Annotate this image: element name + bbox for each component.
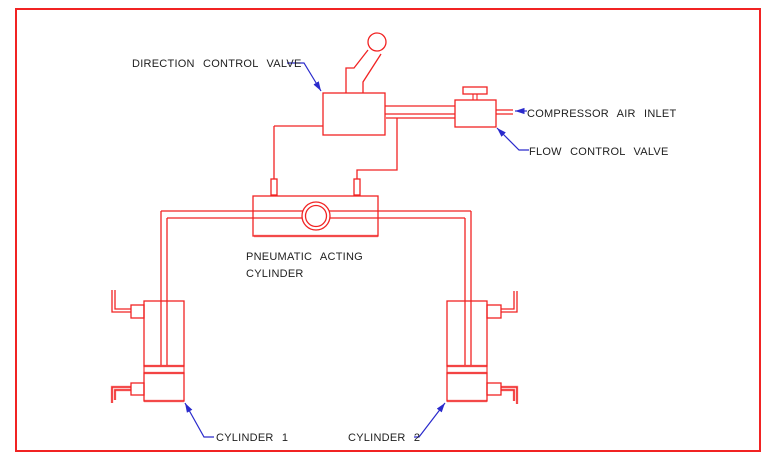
label-direction-control-valve: DIRECTION CONTROL VALVE [132, 58, 302, 70]
actuator-left-port [270, 178, 278, 196]
label-cylinder-1: CYLINDER 1 [216, 432, 288, 444]
pneumatic-acting-cylinder [160, 178, 472, 365]
flow-control-valve-body [454, 99, 497, 128]
distribution-pipe-right-drop [464, 211, 472, 365]
cylinder1-bottom-elbow-fitting [111, 386, 131, 403]
actuator-body [252, 195, 379, 237]
cylinder1-top-port [130, 304, 145, 319]
cylinder2-cap-accents [447, 364, 487, 403]
cylinder2-top-port [486, 304, 502, 319]
actuator-hub-inner-ring [304, 204, 328, 228]
cylinder1-end-cap [143, 372, 185, 402]
actuator-right-port [353, 178, 361, 196]
dcv-to-fcv-lower-pair [385, 113, 455, 119]
flow-control-valve-stem [472, 94, 478, 100]
drawing-border [15, 8, 761, 452]
label-flow-control-valve: FLOW CONTROL VALVE [529, 146, 669, 158]
valve-lever-right-edge [362, 53, 382, 93]
cylinder2-top-elbow-fitting [501, 291, 518, 313]
flow-control-valve-handle [462, 86, 488, 95]
label-cylinder-2: CYLINDER 2 [348, 432, 420, 444]
cylinder-2 [446, 291, 518, 404]
leader-lines [184, 62, 529, 438]
direction-control-valve-body [322, 92, 386, 136]
leader-cylinder-2 [414, 402, 446, 438]
dcv-right-supply-line [356, 118, 398, 179]
cylinder1-top-elbow-fitting [111, 290, 131, 313]
red-linework [111, 32, 518, 404]
leader-flow-control-valve [496, 127, 529, 151]
label-pneumatic-acting-cylinder-line2: CYLINDER [246, 268, 304, 280]
cylinder1-bottom-port [130, 382, 145, 396]
cylinder1-barrel [143, 300, 185, 367]
cylinder2-bottom-elbow-fitting [501, 386, 518, 404]
dcv-left-supply-line [273, 125, 323, 179]
labels: DIRECTION CONTROL VALVE COMPRESSOR AIR I… [132, 58, 677, 444]
cylinder2-barrel [446, 300, 488, 367]
valve-lever-left-edge [345, 49, 369, 93]
cylinder-1 [111, 290, 185, 403]
leader-direction-control-valve [287, 62, 322, 92]
cylinder2-end-cap [446, 372, 488, 402]
label-compressor-air-inlet: COMPRESSOR AIR INLET [527, 108, 677, 120]
valve-piping [273, 105, 455, 179]
cylinder1-cap-accents [144, 364, 184, 403]
cylinder2-bottom-port [486, 382, 502, 396]
compressor-inlet-pipe [496, 109, 513, 115]
direction-control-valve [322, 32, 387, 136]
label-pneumatic-acting-cylinder-line1: PNEUMATIC ACTING [246, 251, 363, 263]
leader-cylinder-1 [184, 402, 214, 438]
flow-control-valve [454, 86, 513, 128]
valve-lever-knob-icon [367, 32, 387, 52]
distribution-pipe-left-drop [160, 211, 168, 365]
